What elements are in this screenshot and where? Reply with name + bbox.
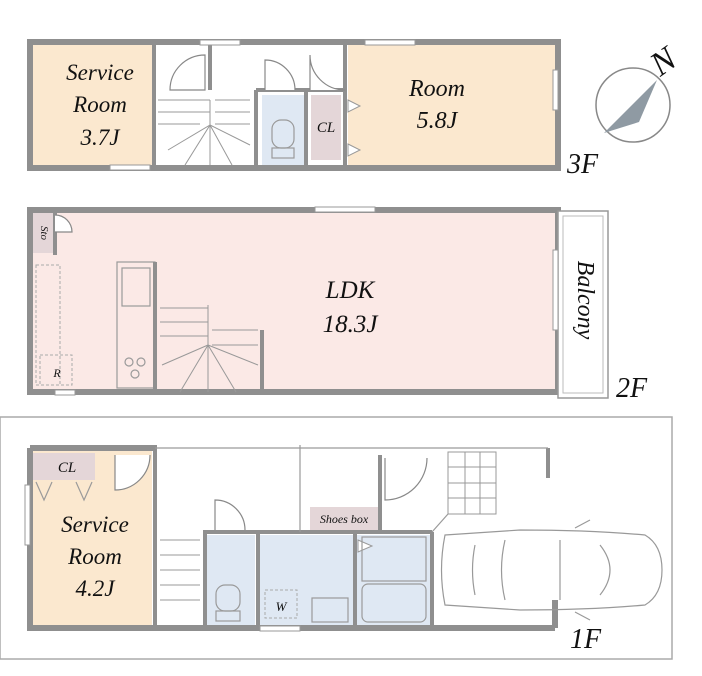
service-room-3f-size: 3.7J — [80, 125, 122, 150]
door-3f-service — [169, 54, 206, 91]
floor-2f: Sto R LDK 18.3J Balcony 2F — [27, 206, 648, 404]
closet-1f-doors — [35, 481, 93, 502]
bath-shower-1f — [361, 536, 427, 582]
window-3f-top-b — [364, 39, 416, 46]
window-1f-left — [24, 484, 31, 546]
ldk-2f-label: LDK — [325, 277, 376, 304]
closet-3f-door-a — [347, 99, 362, 113]
toilet-3f-tank — [271, 147, 295, 159]
stairs-2f — [160, 305, 259, 393]
closet-3f-area — [311, 95, 341, 160]
door-1f-service — [114, 454, 151, 491]
storage-2f-door — [54, 214, 73, 233]
service-room-1f-label-2: Room — [67, 544, 122, 569]
floor-1f: CL Service Room 4.2J Shoes box W 1F — [0, 416, 673, 660]
storage-2f-label: Sto — [38, 226, 50, 241]
site-boundary — [0, 416, 673, 660]
porch-edge — [431, 513, 449, 533]
kitchen-2f-burner-a — [124, 357, 134, 367]
closet-1f-label: CL — [58, 460, 76, 476]
room-3f-size: 5.8J — [417, 108, 459, 134]
storage-2f-area — [33, 213, 53, 253]
closet-3f-label: CL — [317, 120, 335, 136]
balcony-inner — [562, 215, 604, 394]
window-2f-top — [314, 206, 376, 213]
balcony-outline — [557, 210, 609, 399]
door-3f-room — [309, 54, 346, 91]
service-room-1f-label-1: Service — [61, 512, 129, 537]
window-2f-bottom — [54, 389, 76, 396]
closet-3f-door-b — [347, 143, 362, 157]
service-room-3f-label-2: Room — [72, 92, 127, 117]
service-room-3f-area — [33, 45, 154, 165]
balcony-label: Balcony — [572, 261, 598, 340]
shoes-box-label: Shoes box — [320, 512, 369, 526]
wash-basin-1f — [311, 597, 349, 623]
toilet-3f-area — [262, 95, 304, 165]
room-3f-area — [348, 45, 555, 165]
window-1f-bottom — [259, 625, 301, 632]
fridge-2f-label: R — [52, 366, 61, 380]
washer-1f-label: W — [276, 599, 288, 614]
window-2f-right — [552, 249, 559, 331]
car-icon — [440, 519, 663, 621]
compass-needle — [604, 80, 657, 133]
window-3f-top-a — [199, 39, 241, 46]
service-room-3f-label-1: Service — [66, 60, 134, 85]
shoes-box-area — [310, 507, 378, 531]
floor-1f-label: 1F — [570, 624, 602, 655]
door-1f-toilet — [214, 499, 246, 531]
door-3f-toilet — [264, 59, 296, 91]
stairs-1f-interior — [160, 539, 200, 601]
stairs-1f-exterior — [447, 451, 497, 515]
wash-1f-area — [260, 535, 430, 625]
ldk-2f-area — [30, 210, 558, 392]
toilet-1f-tank — [215, 610, 241, 622]
door-1f-entrance — [384, 457, 428, 501]
bathtub-1f — [361, 583, 427, 623]
compass: N — [595, 39, 685, 143]
window-3f-right — [552, 69, 559, 111]
kitchen-2f-sink — [121, 267, 151, 307]
room-3f-label: Room — [408, 76, 465, 102]
toilet-1f-area — [207, 535, 255, 625]
floor-2f-label: 2F — [616, 373, 648, 404]
washer-1f — [264, 589, 298, 619]
floor-3f-label: 3F — [566, 149, 599, 180]
ldk-2f-size: 18.3J — [323, 311, 380, 338]
kitchen-2f-burner-b — [136, 357, 146, 367]
fridge-2f — [39, 354, 73, 386]
service-room-1f-size: 4.2J — [76, 576, 117, 601]
floor-3f: Service Room 3.7J Room 5.8J CL 3F — [27, 39, 599, 180]
stairs-3f — [158, 99, 251, 166]
closet-1f-area — [33, 453, 95, 480]
kitchen-2f-burner-c — [130, 369, 140, 379]
window-3f-bottom — [109, 164, 151, 171]
